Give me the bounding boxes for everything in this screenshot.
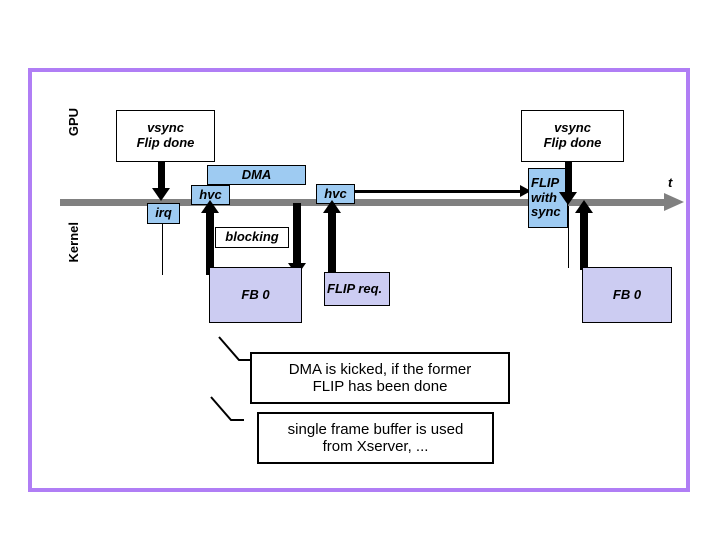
flip-with-sync-line2: with <box>531 189 557 205</box>
vsync-left-line2: Flip done <box>136 135 195 150</box>
arrow-vsync-right-head <box>559 192 577 205</box>
arrow-flipreq-to-hvc2-shaft <box>328 212 336 272</box>
time-axis-label: t <box>668 175 673 190</box>
callout-single-frame-buffer-line1: single frame buffer is used <box>287 420 464 438</box>
time-axis-bar <box>60 199 672 206</box>
arrow-dma-to-fb0-shaft <box>293 203 301 265</box>
arrow-flipreq-to-hvc2-head <box>323 200 341 213</box>
arrow-fb0-to-hvc1-shaft <box>206 212 214 275</box>
arrow-fb0right-to-flip-shaft <box>580 212 588 270</box>
event-vsync-flip-done-left: vsync Flip done <box>116 110 215 162</box>
event-flip-req: FLIP req. <box>324 272 390 306</box>
arrow-fb0-to-hvc1-head <box>201 200 219 213</box>
kernel-thread-line-right <box>568 206 569 268</box>
flip-with-sync-line1: FLIP <box>531 174 560 190</box>
event-hvc-1: hvc <box>191 185 230 205</box>
arrow-hvc2-to-flip-head <box>520 185 531 197</box>
buffer-fb0-right: FB 0 <box>582 267 672 323</box>
flip-with-sync-line3: sync <box>531 204 561 220</box>
callout-single-frame-buffer-line2: from Xserver, ... <box>322 438 429 455</box>
arrow-hvc2-to-flip-shaft <box>355 190 524 193</box>
arrow-vsync-to-irq-head <box>152 188 170 201</box>
buffer-fb0-left: FB 0 <box>209 267 302 323</box>
event-vsync-flip-done-right: vsync Flip done <box>521 110 624 162</box>
vsync-right-line1: vsync <box>554 120 591 136</box>
vsync-left-line1: vsync <box>147 120 184 136</box>
callout-single-frame-buffer: single frame buffer is used from Xserver… <box>257 412 494 464</box>
vsync-right-line2: Flip done <box>543 135 602 150</box>
time-axis-arrowhead <box>664 193 684 211</box>
event-blocking: blocking <box>215 227 289 248</box>
slide-frame <box>28 68 690 492</box>
event-dma: DMA <box>207 165 306 185</box>
callout-dma-kicked-line2: FLIP has been done <box>312 378 448 395</box>
callout-dma-kicked: DMA is kicked, if the former FLIP has be… <box>250 352 510 404</box>
arrow-vsync-to-irq-shaft <box>158 162 165 189</box>
arrow-vsync-right-shaft <box>565 162 572 195</box>
kernel-thread-line-irq <box>162 224 163 275</box>
callout-dma-kicked-line1: DMA is kicked, if the former <box>288 360 472 378</box>
event-irq: irq <box>147 203 180 224</box>
arrow-fb0right-to-flip-head <box>575 200 593 213</box>
